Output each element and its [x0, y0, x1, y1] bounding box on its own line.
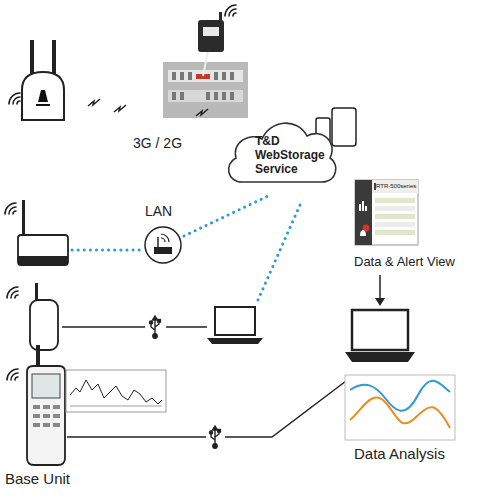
laptop-base: [207, 338, 263, 344]
group-label: Base Unit: [5, 470, 70, 487]
laptop-icon: [345, 310, 415, 362]
wireless-symbol: [7, 287, 18, 298]
screen-view: RTR-500seriesData & Alert View: [350, 178, 450, 273]
view-caption: Data & Alert View: [354, 254, 455, 270]
signal-bolt: [114, 105, 126, 112]
panel-photo: [163, 5, 248, 118]
laptop-icon: [207, 307, 263, 344]
screen-frame: [355, 180, 418, 245]
device-base: [18, 256, 68, 265]
screen-rows: [375, 198, 415, 235]
usb-cable: [67, 436, 206, 438]
device-mark: [36, 104, 50, 106]
device-body: [18, 235, 68, 265]
device-screen: [32, 374, 60, 398]
chart-frame: [345, 375, 455, 440]
flow-arrow: [379, 275, 381, 299]
analysis-chart: [345, 375, 455, 440]
device-keys: [33, 405, 60, 427]
wireless-symbol: [225, 5, 236, 16]
router-icon: [145, 227, 181, 263]
cloud-service: T&D WebStorage Service: [222, 112, 340, 190]
service-name: T&D WebStorage Service: [255, 134, 335, 176]
base-unit-3g: [9, 40, 64, 120]
graph-trace: [70, 380, 162, 404]
router-circle: [145, 227, 181, 263]
bell-icon: [360, 230, 366, 236]
usb-cable: [225, 378, 350, 437]
breaker-row: [168, 70, 243, 82]
alert-view-screen: [355, 180, 418, 245]
logger-device: [198, 20, 224, 52]
network-label: LAN: [145, 203, 172, 219]
tablet-icon: [332, 108, 356, 146]
chart-panel: Data Analysis: [340, 372, 460, 467]
device-body: [30, 300, 58, 350]
device-mark: [38, 90, 48, 102]
laptop-screen: [352, 310, 408, 350]
usb-symbol: [210, 426, 221, 448]
graph-axis: [70, 406, 162, 407]
signal-bolt: [196, 109, 208, 116]
base-unit-usb: [7, 283, 58, 350]
usb-symbol: [150, 316, 161, 338]
lan-link: [72, 249, 143, 252]
wireless-symbol: [5, 203, 16, 214]
router-waves: [161, 234, 169, 242]
chart-caption: Data Analysis: [354, 445, 445, 463]
lan-link: [184, 196, 268, 236]
usb-cable: [62, 326, 145, 328]
device-body: [27, 366, 65, 465]
screen-sidebar: [355, 180, 372, 245]
laptop-screen: [215, 307, 255, 335]
sensor-cable: [203, 50, 208, 76]
logger-antenna: [219, 12, 222, 21]
cloud-outline: [229, 123, 336, 182]
chart-line-orange: [350, 397, 450, 428]
header-icon: [374, 183, 376, 190]
base-unit-lan: [5, 200, 68, 265]
internet-link: [258, 205, 300, 300]
laptop-base: [345, 352, 415, 362]
chart-line-blue: [350, 381, 450, 411]
logger-display: [203, 27, 219, 36]
router-antenna: [157, 237, 159, 247]
network-dotted-lines: [72, 196, 300, 300]
screen-header: [372, 180, 418, 193]
breaker-row: [168, 90, 243, 102]
usb-cable: [166, 326, 207, 328]
chart-icon: [359, 201, 367, 211]
base-unit-handheld: [7, 345, 166, 465]
signal-bolt: [88, 99, 100, 106]
panel-photo: [163, 62, 248, 118]
wireless-symbol: [7, 369, 18, 380]
breakers: [172, 72, 234, 100]
network-label: 3G / 2G: [133, 135, 182, 151]
device-body: [22, 72, 64, 120]
wireless-symbol: [9, 93, 20, 104]
arrow-head: [375, 298, 385, 306]
screen-title: RTR-500series: [376, 183, 416, 190]
router-body: [154, 247, 172, 254]
antenna: [22, 200, 25, 238]
device-graph: [66, 370, 166, 412]
